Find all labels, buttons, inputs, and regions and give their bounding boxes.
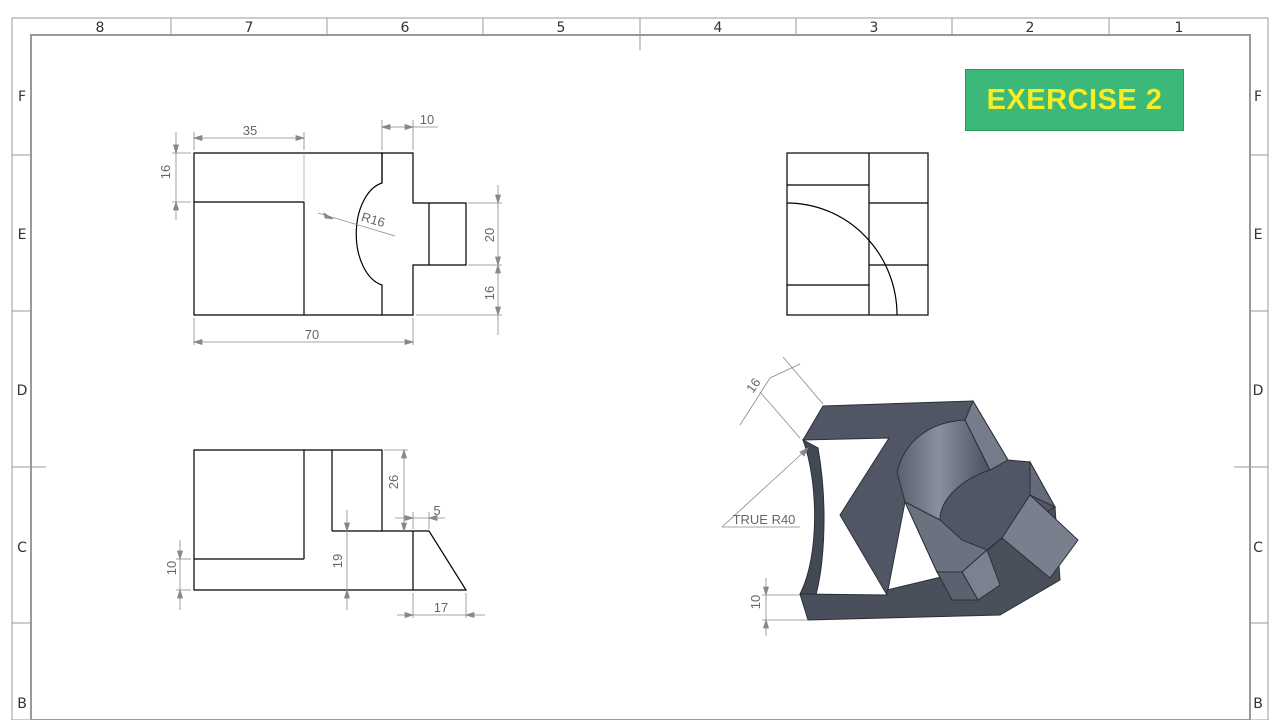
dimension-10-iso: 10	[748, 595, 763, 609]
zone-label: C	[1253, 540, 1263, 556]
dimension-10: 10	[420, 112, 434, 127]
isometric-dimensions	[721, 356, 824, 636]
zone-label: 7	[245, 20, 254, 36]
zone-labels-right: F E D C B	[1253, 89, 1264, 712]
zone-label: D	[17, 383, 28, 399]
zone-labels-top: 8 7 6 5 4 3 2 1	[96, 20, 1184, 36]
zone-label: 5	[557, 20, 566, 36]
sheet-border	[11, 17, 1269, 720]
zone-label: B	[1253, 696, 1263, 712]
dimension-true-r40: TRUE R40	[733, 512, 796, 527]
top-view	[193, 152, 467, 316]
dimension-5: 5	[433, 503, 440, 518]
dimension-17: 17	[434, 600, 448, 615]
dimension-35: 35	[243, 123, 257, 138]
right-view	[786, 152, 929, 316]
exercise-title: EXERCISE 2	[986, 83, 1163, 116]
dimension-19: 19	[330, 554, 345, 568]
dimension-20: 20	[482, 228, 497, 242]
isometric-view	[799, 399, 1079, 621]
dimension-70: 70	[305, 327, 319, 342]
zone-label: 1	[1175, 20, 1184, 36]
dimension-10: 10	[164, 561, 179, 575]
zone-label: B	[17, 696, 27, 712]
top-view-dimensions	[172, 120, 502, 346]
dimension-16-iso: 16	[743, 375, 764, 395]
dimension-r16: R16	[360, 209, 387, 230]
zone-label: E	[18, 227, 27, 243]
dimension-16-right: 16	[482, 286, 497, 300]
zone-label: F	[1254, 89, 1262, 105]
zone-label: 4	[714, 20, 723, 36]
zone-label: 2	[1026, 20, 1035, 36]
front-view-dimensions	[176, 448, 485, 619]
zone-label: 8	[96, 20, 105, 36]
zone-label: C	[17, 540, 27, 556]
zone-label: E	[1254, 227, 1263, 243]
zone-label: 3	[870, 20, 879, 36]
exercise-badge: EXERCISE 2	[965, 69, 1184, 131]
dimension-16-left: 16	[158, 165, 173, 179]
zone-label: 6	[401, 20, 410, 36]
zone-labels-left: F E D C B	[17, 89, 28, 712]
dimension-26: 26	[386, 475, 401, 489]
zone-label: F	[18, 89, 26, 105]
front-view	[193, 449, 468, 591]
zone-label: D	[1253, 383, 1264, 399]
